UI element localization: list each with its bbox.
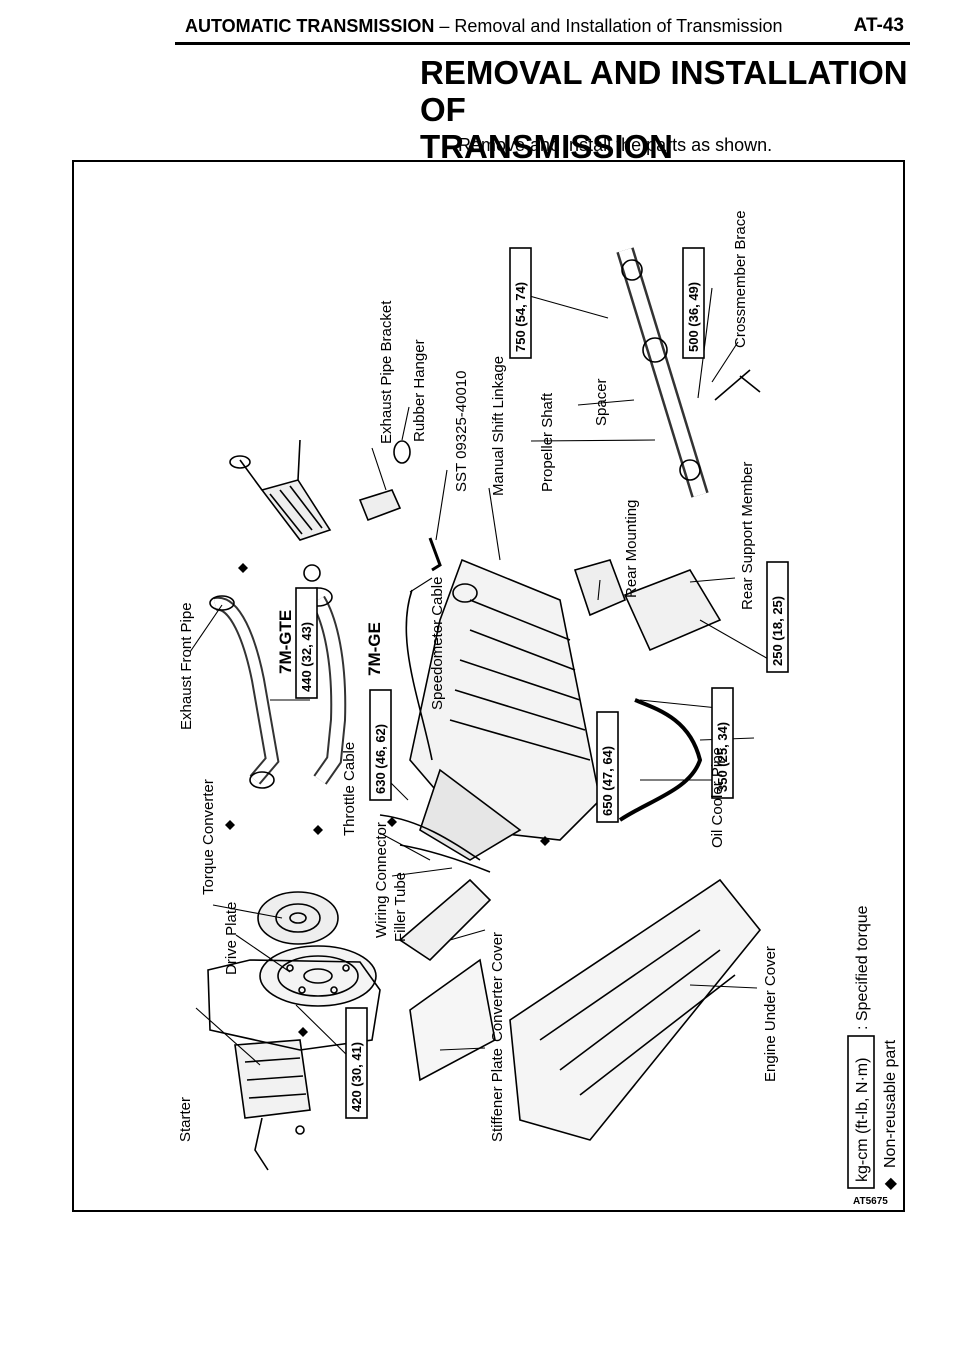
label-starter: Starter [177,1097,194,1142]
oil-cooler-pipe-drawing [618,698,703,822]
legend-torque-unit: kg-cm (ft-lb, N·m) [854,1058,871,1182]
legend-non-reusable-desc: Non-reusable part [882,1039,899,1168]
torque-630: 630 (46, 62) [373,724,388,794]
label-exhaust-pipe-bracket: Exhaust Pipe Bracket [378,300,395,444]
label-engine-under-cover: Engine Under Cover [762,946,779,1082]
label-oil-cooler-pipe: Oil Cooler Pipe [709,747,726,848]
figure-frame [72,160,905,1212]
crossmember-brace-drawing [714,369,761,401]
torque-440: 440 (32, 43) [299,622,314,692]
page-subtitle: Remove and install the parts as shown. [458,135,773,155]
leader-lines [189,287,771,1066]
label-drive-plate: Drive Plate [223,902,240,975]
converter-cover-drawing [398,878,492,962]
speedometer-cable-drawing [405,589,433,761]
non-reusable-diamond [313,825,323,835]
sst-drawing [428,537,442,572]
rubber-hanger-drawing [393,440,411,464]
part-drawings [207,247,762,1171]
label-speedometer-cable: Speedometer Cable [429,577,446,710]
rear-mounting-drawing [573,559,627,617]
label-7m-ge: 7M-GE [365,622,384,676]
starter-drawing [234,1039,311,1171]
catalytic-converter-drawing [229,439,332,541]
label-sst: SST 09325-40010 [453,371,470,493]
exhaust-bracket-drawing [358,489,402,522]
torque-350: 350 (25, 34) [715,722,730,792]
label-stiffener-plate: Stiffener Plate [489,1048,506,1142]
label-torque-converter: Torque Converter [200,779,217,895]
component-labels: Starter Drive Plate Torque Converter Exh… [177,210,779,1142]
label-rubber-hanger: Rubber Hanger [411,339,428,442]
label-wiring-connector: Wiring Connector [373,822,390,938]
torque-converter-drawing [257,891,339,945]
header-dash: – [434,16,455,36]
gasket-ring [303,564,321,582]
legend-non-reusable-symbol: ◆ [882,1177,899,1190]
torque-750: 750 (54, 74) [513,282,528,352]
header-rule [175,42,910,45]
label-rear-mounting: Rear Mounting [623,500,640,598]
legend-torque-box [847,1035,875,1189]
non-reusable-diamond [225,820,235,830]
title-line-1: REMOVAL AND INSTALLATION OF [420,54,908,128]
torque-250: 250 (18, 25) [770,596,785,666]
figure-id: AT5675 [853,1196,888,1207]
torque-boxes [295,247,789,1119]
header-subsection: Removal and Installation of Transmission [454,16,783,36]
page-number: AT-43 [853,15,904,36]
propeller-shaft-drawing [616,247,709,498]
label-7m-gte: 7M-GTE [276,610,295,674]
label-exhaust-front-pipe: Exhaust Front Pipe [178,602,195,730]
stiffener-plate-drawing [409,958,496,1082]
label-spacer: Spacer [593,378,610,426]
header-title: AUTOMATIC TRANSMISSION – Removal and Ins… [185,16,783,37]
header-section: AUTOMATIC TRANSMISSION [185,16,435,36]
torque-500: 500 (36, 49) [686,282,701,352]
non-reusable-diamond [387,817,397,827]
label-converter-cover: Converter Cover [489,932,506,1042]
label-throttle-cable: Throttle Cable [341,742,358,836]
wiring-drawing [379,814,491,873]
non-reusable-diamond [540,836,550,846]
label-crossmember-brace: Crossmember Brace [732,210,749,348]
non-reusable-diamond [298,1027,308,1037]
torque-values: 420 (30, 41) 440 (32, 43) 630 (46, 62) 6… [299,282,785,1112]
label-manual-shift-linkage: Manual Shift Linkage [490,356,507,496]
engine-under-cover-drawing [509,878,762,1141]
page-title: REMOVAL AND INSTALLATION OF TRANSMISSION [420,54,920,165]
torque-420: 420 (30, 41) [349,1042,364,1112]
label-filler-tube: Filler Tube [392,872,409,942]
non-reusable-markers [225,563,550,1037]
drive-plate-drawing [259,945,377,1007]
legend-torque-desc: : Specified torque [854,905,871,1030]
page-header: AUTOMATIC TRANSMISSION – Removal and Ins… [175,12,910,45]
rear-support-member-drawing [623,569,722,652]
exhaust-pipe-7mgte [209,595,280,789]
torque-650: 650 (47, 64) [600,746,615,816]
legend: kg-cm (ft-lb, N·m) : Specified torque ◆ … [847,905,899,1190]
label-propeller-shaft: Propeller Shaft [539,392,556,492]
label-rear-support-member: Rear Support Member [739,462,756,610]
title-line-2: TRANSMISSION [420,128,674,165]
non-reusable-diamond [238,563,248,573]
